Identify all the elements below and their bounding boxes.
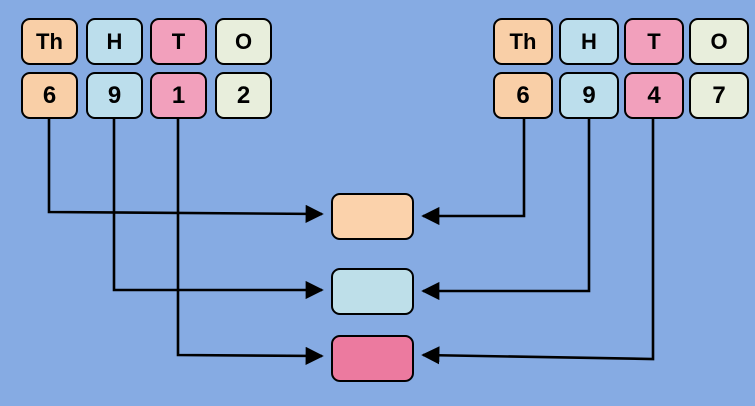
right-header-th: Th: [493, 18, 553, 65]
result-tens-box[interactable]: [331, 335, 414, 382]
wire-right-hundreds: [421, 118, 591, 301]
wire-left-hundreds: [112, 118, 324, 300]
right-digit-h: 9: [559, 72, 619, 119]
right-header-o: O: [689, 18, 749, 65]
result-hundreds-box[interactable]: [331, 268, 414, 315]
left-digit-th: 6: [21, 72, 78, 119]
left-header-h: H: [86, 18, 143, 65]
left-header-th: Th: [21, 18, 78, 65]
right-digit-t: 4: [624, 72, 684, 119]
left-header-o: O: [215, 18, 272, 65]
left-digit-o: 2: [215, 72, 272, 119]
wire-right-thousands: [421, 118, 526, 226]
result-thousands-box[interactable]: [331, 193, 414, 240]
left-header-t: T: [150, 18, 207, 65]
left-digit-t: 1: [150, 72, 207, 119]
right-digit-o: 7: [689, 72, 749, 119]
right-header-h: H: [559, 18, 619, 65]
right-header-t: T: [624, 18, 684, 65]
left-digit-h: 9: [86, 72, 143, 119]
wire-left-thousands: [47, 118, 324, 223]
wire-left-tens: [176, 118, 324, 365]
right-digit-th: 6: [493, 72, 553, 119]
wire-right-tens: [421, 118, 655, 365]
